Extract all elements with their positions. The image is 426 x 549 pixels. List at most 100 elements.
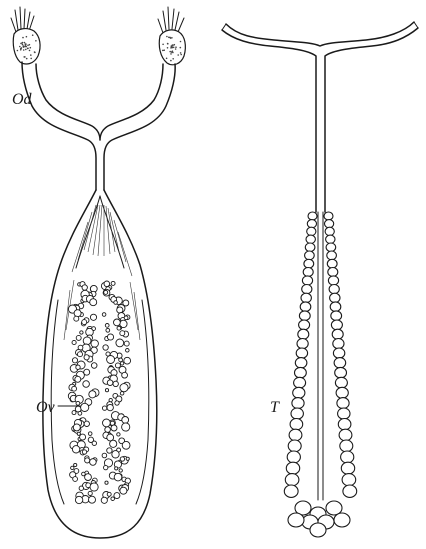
ovary-speckle xyxy=(162,44,164,46)
ovary-speckle xyxy=(23,49,25,51)
ovary-speckle xyxy=(180,41,182,43)
ovary-speckle xyxy=(170,53,172,55)
testis-lobe xyxy=(288,513,304,527)
ovum xyxy=(120,362,123,365)
ovum xyxy=(72,358,77,363)
ovary-speckle xyxy=(17,50,19,52)
ovum xyxy=(72,340,76,344)
ovum xyxy=(105,481,108,484)
testis-lobe xyxy=(288,440,301,452)
ovum xyxy=(89,496,96,503)
ovum xyxy=(111,497,115,501)
uterus-outline xyxy=(43,190,157,538)
testis-lobe xyxy=(335,367,347,378)
oviduct-outline xyxy=(22,62,175,190)
ovary-speckle xyxy=(172,58,174,60)
ovum xyxy=(113,381,118,386)
testis-lobe xyxy=(299,311,310,321)
ovum xyxy=(107,492,111,496)
ovary-speckle xyxy=(24,42,26,44)
testis-lobe xyxy=(336,387,348,398)
ovary-speckle xyxy=(30,58,32,60)
ovum xyxy=(77,432,80,435)
ovum xyxy=(111,425,117,431)
ovum xyxy=(107,356,115,364)
ovary-speckle xyxy=(180,47,182,49)
ovum xyxy=(92,441,96,445)
ovary-speckle xyxy=(171,51,173,53)
ovum xyxy=(72,386,77,391)
ovary-speckle xyxy=(26,36,28,38)
ovum xyxy=(90,459,97,466)
ovum xyxy=(110,440,117,447)
testis-lobe xyxy=(326,235,335,243)
testis-lobe xyxy=(325,220,334,228)
ovum xyxy=(84,355,89,360)
ovum xyxy=(117,326,121,330)
ovary-speckle xyxy=(20,43,22,45)
egg-cluster xyxy=(68,281,130,504)
testis-lobe xyxy=(333,339,344,349)
testis-lobe xyxy=(287,451,300,463)
ovum xyxy=(103,419,111,427)
ovum xyxy=(76,365,80,369)
ovary-speckle xyxy=(177,54,179,56)
testis-lobe xyxy=(327,259,337,268)
ovum xyxy=(88,432,92,436)
ovary-speckle xyxy=(162,50,164,52)
testis-lobe xyxy=(284,485,298,497)
ovum xyxy=(114,473,122,481)
testis-lobe xyxy=(285,474,299,486)
ovum xyxy=(90,314,96,320)
ovum xyxy=(104,290,108,294)
testis-lobe xyxy=(302,285,312,294)
ovary-speckle xyxy=(170,60,172,62)
ovum xyxy=(88,491,92,495)
ovum xyxy=(105,427,111,433)
ovum xyxy=(79,486,83,490)
ovary-speckle xyxy=(180,52,182,54)
label-ova: Ov xyxy=(36,399,56,416)
ovum xyxy=(122,423,130,431)
testis-lobe xyxy=(296,348,307,358)
ovary-speckle xyxy=(24,46,26,48)
ovum xyxy=(102,313,106,317)
ovum xyxy=(124,341,129,346)
ovary-speckle xyxy=(21,47,23,49)
ovum xyxy=(126,457,129,460)
left-ovary xyxy=(11,7,40,64)
ovary-speckle xyxy=(30,47,32,49)
testis-lobe xyxy=(326,243,336,252)
ovum xyxy=(117,433,120,436)
ovum xyxy=(114,301,118,305)
ovum xyxy=(111,281,115,285)
ovary-speckle xyxy=(167,43,169,45)
ovum xyxy=(91,340,98,347)
vas-deferens-outline xyxy=(222,28,418,212)
testis-lobe xyxy=(306,235,315,243)
ovum xyxy=(82,320,87,325)
ovary-speckle xyxy=(22,37,24,39)
ovum xyxy=(120,331,125,336)
ovary-speckle xyxy=(35,40,37,42)
ovum xyxy=(82,450,86,454)
testis-lobe xyxy=(297,339,308,349)
label-testis: T xyxy=(270,399,280,416)
ovary-speckle xyxy=(180,54,182,56)
ovary-speckle xyxy=(25,43,27,45)
ovum xyxy=(102,406,106,410)
testis-lobe xyxy=(333,348,344,358)
ovary-speckle xyxy=(24,56,26,58)
testis-lobe xyxy=(334,513,350,527)
ovary-speckle xyxy=(169,51,171,53)
testis-lobe xyxy=(294,377,306,388)
ovary-speckle xyxy=(170,47,172,49)
ovum xyxy=(85,474,92,481)
ovary-speckle xyxy=(29,50,31,52)
ovary-speckle xyxy=(30,54,32,56)
ovum xyxy=(80,434,86,440)
ovary-speckle xyxy=(27,48,29,50)
testis-lobe xyxy=(330,293,340,302)
ovum xyxy=(124,357,131,364)
ovary-speckle xyxy=(163,49,165,51)
